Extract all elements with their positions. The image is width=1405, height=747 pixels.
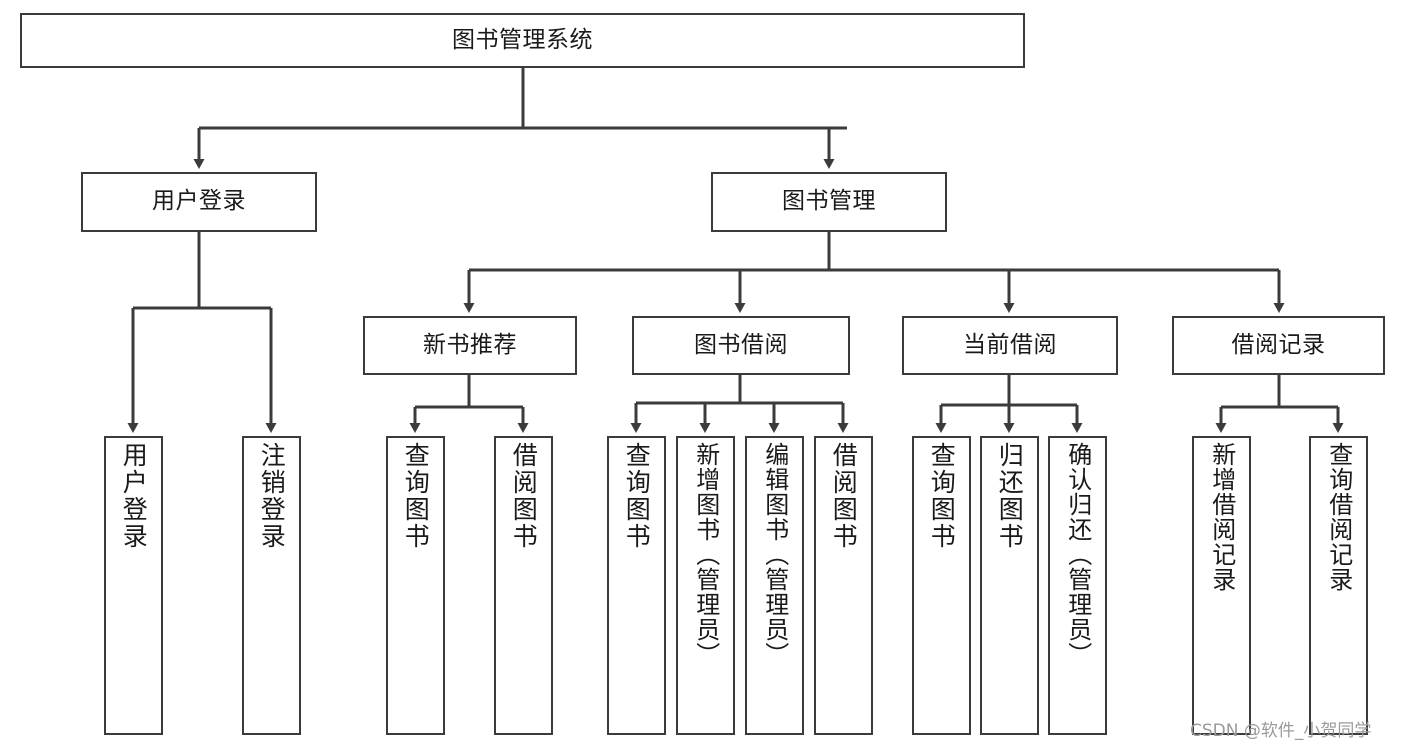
csdn-watermark: CSDN @软件_小贺同学 bbox=[1190, 721, 1372, 741]
node-book-manage[interactable]: 图书管理 bbox=[711, 172, 947, 232]
leaf-query-book-current-label: 查询图书 bbox=[927, 442, 957, 550]
node-book-manage-label: 图书管理 bbox=[782, 188, 876, 215]
leaf-user-login-label: 用户登录 bbox=[119, 442, 149, 550]
leaf-logout-label: 注销登录 bbox=[257, 442, 287, 550]
leaf-edit-book-admin-label: 编辑图书（管理员） bbox=[760, 442, 789, 667]
leaf-user-login[interactable]: 用户登录 bbox=[104, 436, 163, 735]
leaf-add-borrow-record-label: 新增借阅记录 bbox=[1207, 442, 1236, 592]
leaf-query-borrow-record-label: 查询借阅记录 bbox=[1324, 442, 1353, 592]
leaf-query-book-current[interactable]: 查询图书 bbox=[912, 436, 971, 735]
leaf-add-borrow-record[interactable]: 新增借阅记录 bbox=[1192, 436, 1251, 735]
leaf-borrow-book-borrow-label: 借阅图书 bbox=[829, 442, 859, 550]
leaf-confirm-return-admin[interactable]: 确认归还（管理员） bbox=[1048, 436, 1107, 735]
leaf-edit-book-admin[interactable]: 编辑图书（管理员） bbox=[745, 436, 804, 735]
node-current-borrow-label: 当前借阅 bbox=[963, 331, 1057, 358]
leaf-return-book-label: 归还图书 bbox=[995, 442, 1025, 550]
leaf-borrow-book-newbook-label: 借阅图书 bbox=[509, 442, 539, 550]
node-book-borrow-label: 图书借阅 bbox=[694, 331, 788, 358]
leaf-borrow-book-newbook[interactable]: 借阅图书 bbox=[494, 436, 553, 735]
leaf-logout[interactable]: 注销登录 bbox=[242, 436, 301, 735]
node-book-borrow[interactable]: 图书借阅 bbox=[632, 316, 850, 375]
node-user-login[interactable]: 用户登录 bbox=[81, 172, 317, 232]
leaf-query-book-newbook[interactable]: 查询图书 bbox=[386, 436, 445, 735]
node-root[interactable]: 图书管理系统 bbox=[20, 13, 1025, 68]
node-new-book-recommend-label: 新书推荐 bbox=[423, 331, 517, 358]
leaf-add-book-admin-label: 新增图书（管理员） bbox=[691, 442, 720, 667]
node-borrow-record[interactable]: 借阅记录 bbox=[1172, 316, 1385, 375]
leaf-return-book[interactable]: 归还图书 bbox=[980, 436, 1039, 735]
node-new-book-recommend[interactable]: 新书推荐 bbox=[363, 316, 577, 375]
leaf-add-book-admin[interactable]: 新增图书（管理员） bbox=[676, 436, 735, 735]
node-root-label: 图书管理系统 bbox=[452, 26, 593, 53]
leaf-query-book-borrow-label: 查询图书 bbox=[622, 442, 652, 550]
node-borrow-record-label: 借阅记录 bbox=[1231, 331, 1326, 358]
leaf-borrow-book-borrow[interactable]: 借阅图书 bbox=[814, 436, 873, 735]
leaf-confirm-return-admin-label: 确认归还（管理员） bbox=[1063, 442, 1092, 667]
leaf-query-book-borrow[interactable]: 查询图书 bbox=[607, 436, 666, 735]
node-user-login-label: 用户登录 bbox=[152, 188, 246, 215]
leaf-query-book-newbook-label: 查询图书 bbox=[401, 442, 431, 550]
node-current-borrow[interactable]: 当前借阅 bbox=[902, 316, 1118, 375]
leaf-query-borrow-record[interactable]: 查询借阅记录 bbox=[1309, 436, 1368, 735]
